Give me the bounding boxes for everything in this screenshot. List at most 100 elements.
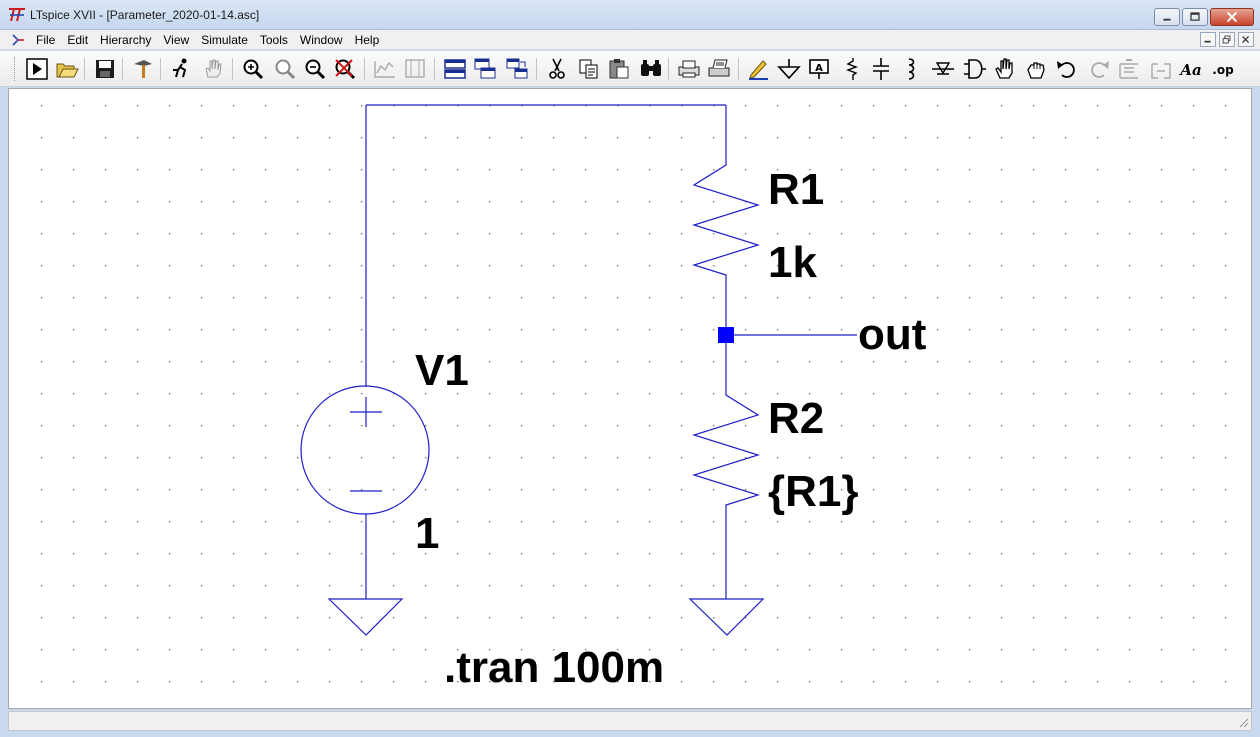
toolbar-separator bbox=[364, 58, 365, 80]
status-bar bbox=[8, 711, 1252, 731]
resistor-r2[interactable] bbox=[691, 385, 761, 515]
cascade-button[interactable] bbox=[472, 56, 498, 82]
doc-close-button[interactable] bbox=[1238, 32, 1254, 47]
minimize-icon bbox=[1204, 40, 1211, 43]
label-net-button[interactable]: A bbox=[806, 56, 832, 82]
run-button[interactable] bbox=[24, 56, 50, 82]
find-button[interactable] bbox=[638, 56, 664, 82]
restore-icon bbox=[1222, 35, 1231, 44]
toolbar-separator bbox=[84, 58, 85, 80]
halt-button[interactable] bbox=[168, 56, 194, 82]
menu-file[interactable]: File bbox=[36, 33, 56, 47]
zoom-area-button[interactable] bbox=[272, 56, 298, 82]
draw-wire-button[interactable] bbox=[746, 56, 772, 82]
resistor-icon bbox=[846, 58, 858, 80]
cascade-icon bbox=[474, 58, 496, 79]
doc-minimize-button[interactable] bbox=[1200, 32, 1216, 47]
minimize-button[interactable] bbox=[1154, 8, 1180, 26]
control-panel-button[interactable] bbox=[130, 56, 156, 82]
resize-grip-icon[interactable] bbox=[1237, 716, 1249, 728]
component-button[interactable] bbox=[962, 56, 988, 82]
zoom-fit-icon bbox=[335, 59, 356, 80]
ground-symbol-left[interactable] bbox=[327, 598, 404, 636]
toolbar-separator bbox=[434, 58, 435, 80]
save-button[interactable] bbox=[92, 56, 118, 82]
copy-button[interactable] bbox=[576, 56, 602, 82]
close-icon bbox=[1242, 36, 1250, 43]
undo-icon bbox=[1057, 61, 1075, 78]
mark-button[interactable] bbox=[402, 56, 428, 82]
undo-button[interactable] bbox=[1054, 56, 1080, 82]
voltage-source-v1[interactable] bbox=[300, 385, 430, 515]
menu-tools[interactable]: Tools bbox=[259, 33, 288, 47]
mark-icon bbox=[405, 59, 425, 78]
menu-hierarchy[interactable]: Hierarchy bbox=[100, 33, 152, 47]
maximize-button[interactable] bbox=[1182, 8, 1208, 26]
r2-name-label[interactable]: R2 bbox=[768, 394, 824, 443]
svg-text:.op: .op bbox=[1212, 63, 1234, 77]
window-arrange-button[interactable] bbox=[504, 56, 530, 82]
minimize-icon bbox=[1163, 18, 1171, 21]
open-icon bbox=[56, 63, 79, 78]
close-button[interactable] bbox=[1210, 8, 1254, 26]
rotate-icon bbox=[1119, 59, 1138, 79]
resistor-button[interactable] bbox=[838, 56, 864, 82]
spice-directive-button[interactable]: .op bbox=[1210, 56, 1236, 82]
document-menu-icon[interactable] bbox=[10, 32, 26, 48]
move-button[interactable] bbox=[992, 56, 1018, 82]
menu-edit[interactable]: Edit bbox=[67, 33, 89, 47]
ltspice-app-icon[interactable] bbox=[8, 7, 26, 23]
toolbar-separator bbox=[232, 58, 233, 80]
and-gate-icon bbox=[964, 59, 986, 79]
pan-button[interactable] bbox=[200, 56, 226, 82]
menu-window[interactable]: Window bbox=[299, 33, 343, 47]
diode-button[interactable] bbox=[930, 56, 956, 82]
menu-view[interactable]: View bbox=[163, 33, 190, 47]
ground-icon bbox=[777, 59, 801, 80]
zoom-fit-button[interactable] bbox=[332, 56, 358, 82]
zoom-out-button[interactable] bbox=[302, 56, 328, 82]
text-button[interactable]: Aa bbox=[1178, 56, 1204, 82]
paste-button[interactable] bbox=[606, 56, 632, 82]
zoom-in-button[interactable] bbox=[240, 56, 266, 82]
open-button[interactable] bbox=[54, 56, 80, 82]
ground-symbol-right[interactable] bbox=[688, 598, 765, 636]
document-window-controls bbox=[1197, 32, 1254, 47]
r2-value-label[interactable]: {R1} bbox=[768, 467, 859, 516]
print-button[interactable] bbox=[676, 56, 702, 82]
net-label-out[interactable]: out bbox=[858, 310, 927, 359]
mirror-button[interactable] bbox=[1148, 56, 1174, 82]
net-junction[interactable] bbox=[718, 327, 734, 343]
schematic-canvas[interactable]: R1 1k out V1 1 R2 {R1} .tran 100m bbox=[8, 88, 1252, 709]
inductor-button[interactable] bbox=[898, 56, 924, 82]
tile-button[interactable] bbox=[442, 56, 468, 82]
r1-name-label[interactable]: R1 bbox=[768, 165, 824, 214]
menu-help[interactable]: Help bbox=[354, 33, 380, 47]
rotate-button[interactable] bbox=[1116, 56, 1142, 82]
scissors-icon bbox=[549, 58, 565, 79]
capacitor-icon bbox=[873, 58, 889, 80]
resistor-r1[interactable] bbox=[691, 155, 761, 285]
zoom-in-icon bbox=[243, 59, 264, 80]
svg-text:A: A bbox=[815, 63, 823, 74]
drag-button[interactable] bbox=[1024, 56, 1050, 82]
mirror-icon bbox=[1151, 63, 1171, 79]
autorange-button[interactable] bbox=[372, 56, 398, 82]
diode-icon bbox=[932, 62, 954, 75]
redo-icon bbox=[1091, 61, 1109, 78]
print-setup-button[interactable] bbox=[706, 56, 732, 82]
toolbar-grip[interactable] bbox=[14, 57, 17, 81]
redo-button[interactable] bbox=[1086, 56, 1112, 82]
doc-restore-button[interactable] bbox=[1219, 32, 1235, 47]
cut-button[interactable] bbox=[544, 56, 570, 82]
ground-button[interactable] bbox=[776, 56, 802, 82]
schematic-drawing[interactable]: R1 1k out V1 1 R2 {R1} .tran 100m bbox=[9, 89, 1251, 708]
spice-directive-text[interactable]: .tran 100m bbox=[444, 643, 664, 692]
menu-simulate[interactable]: Simulate bbox=[201, 33, 248, 47]
r1-value-label[interactable]: 1k bbox=[768, 238, 817, 287]
toolbar-separator bbox=[668, 58, 669, 80]
menu-bar: File Edit Hierarchy View Simulate Tools … bbox=[0, 30, 1260, 50]
v1-value-label[interactable]: 1 bbox=[415, 509, 439, 558]
v1-name-label[interactable]: V1 bbox=[415, 346, 469, 395]
capacitor-button[interactable] bbox=[868, 56, 894, 82]
